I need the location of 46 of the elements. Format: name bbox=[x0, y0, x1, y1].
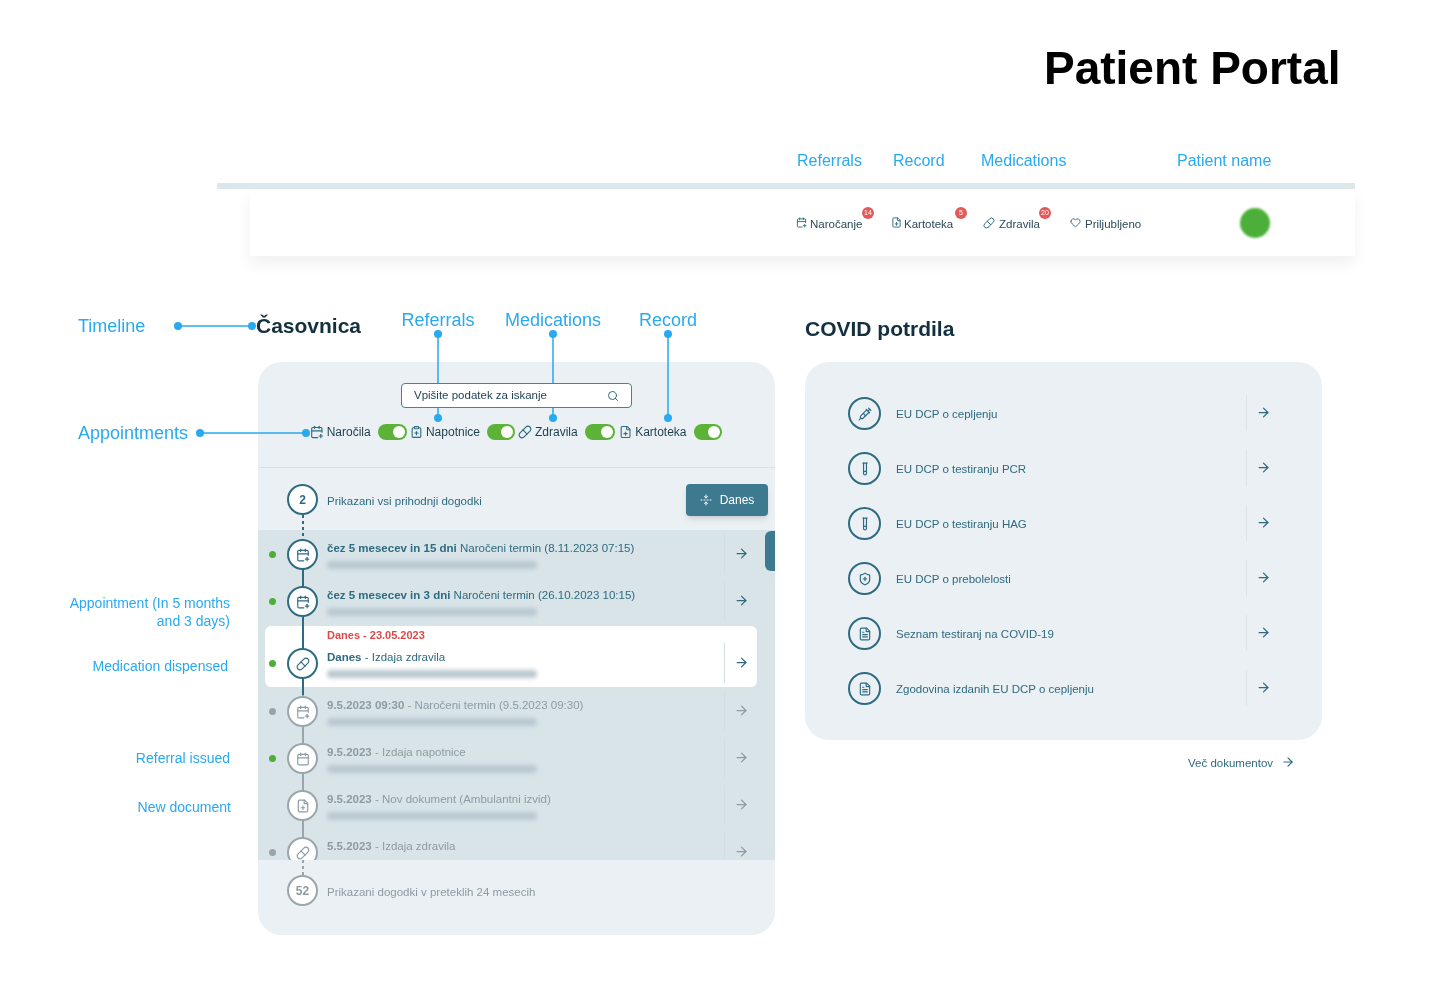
date-heading: Danes - 23.05.2023 bbox=[327, 628, 425, 643]
filter-label: Zdravila bbox=[535, 424, 578, 441]
today-button: Danes bbox=[686, 484, 768, 516]
event-text: čez 5 mesecev in 15 dni Naročeni termin (8.11.2023 07:15) bbox=[327, 541, 635, 556]
section-heading: COVID potrdila bbox=[805, 316, 955, 342]
callout-label: New document bbox=[136, 798, 231, 817]
filter-label: Kartoteka bbox=[635, 424, 687, 441]
leader-line bbox=[174, 322, 256, 330]
info-text: Prikazani vsi prihodnji dogodki bbox=[327, 494, 482, 509]
callout-label: Patient name bbox=[1177, 151, 1272, 171]
list-item-text: EU DCP o prebolelosti bbox=[896, 572, 1011, 587]
leader-line bbox=[664, 330, 672, 422]
page-title: Patient Portal bbox=[1044, 41, 1341, 96]
callout-label: Record bbox=[893, 151, 945, 171]
filter-label: Naročila bbox=[326, 424, 371, 441]
list-item-text: Seznam testiranj na COVID-19 bbox=[896, 627, 1054, 642]
nav-link: Priljubljeno bbox=[1085, 217, 1142, 232]
callout-label: Medications bbox=[981, 151, 1067, 171]
callout-label: Referrals bbox=[398, 308, 478, 332]
callout-label: Referral issued bbox=[134, 749, 230, 768]
callout-label: Referrals bbox=[797, 151, 862, 171]
callout-label: Record bbox=[634, 308, 702, 332]
nav-link: Naročanje bbox=[810, 217, 863, 232]
event-text: 9.5.2023 09:30 - Naročeni termin (9.5.2023 09:30) bbox=[327, 698, 584, 713]
nav-link: Kartoteka bbox=[904, 217, 954, 232]
leader-line bbox=[196, 429, 310, 437]
search-field: Vpišite podatek za iskanje bbox=[401, 383, 632, 408]
callout-label: Appointments bbox=[78, 421, 196, 445]
event-text: 9.5.2023 - Nov dokument (Ambulantni izvid) bbox=[327, 792, 551, 807]
callout-label: Medications bbox=[502, 308, 604, 332]
list-item-text: EU DCP o testiranju PCR bbox=[896, 462, 1027, 477]
callout-label: Timeline bbox=[78, 314, 174, 338]
section-heading: Časovnica bbox=[256, 311, 368, 341]
list-item-text: EU DCP o cepljenju bbox=[896, 407, 998, 422]
info-text: Prikazani dogodki v preteklih 24 mesecih bbox=[327, 885, 536, 900]
more-link: Več dokumentov bbox=[1188, 756, 1274, 771]
filter-label: Napotnice bbox=[425, 424, 480, 441]
callout-label: Appointment (In 5 months and 3 days) bbox=[68, 594, 230, 630]
event-text: čez 5 mesecev in 3 dni Naročeni termin (26.10.2023 10:15) bbox=[327, 588, 636, 603]
list-item-text: Zgodovina izdanih EU DCP o cepljenju bbox=[896, 682, 1094, 697]
event-text: Danes - Izdaja zdravila bbox=[327, 650, 446, 665]
event-text: 9.5.2023 - Izdaja napotnice bbox=[327, 745, 466, 760]
nav-link: Zdravila bbox=[999, 217, 1040, 232]
callout-label: Medication dispensed bbox=[91, 657, 228, 676]
list-item-text: EU DCP o testiranju HAG bbox=[896, 517, 1027, 532]
event-text: 5.5.2023 - Izdaja zdravila bbox=[327, 839, 456, 854]
